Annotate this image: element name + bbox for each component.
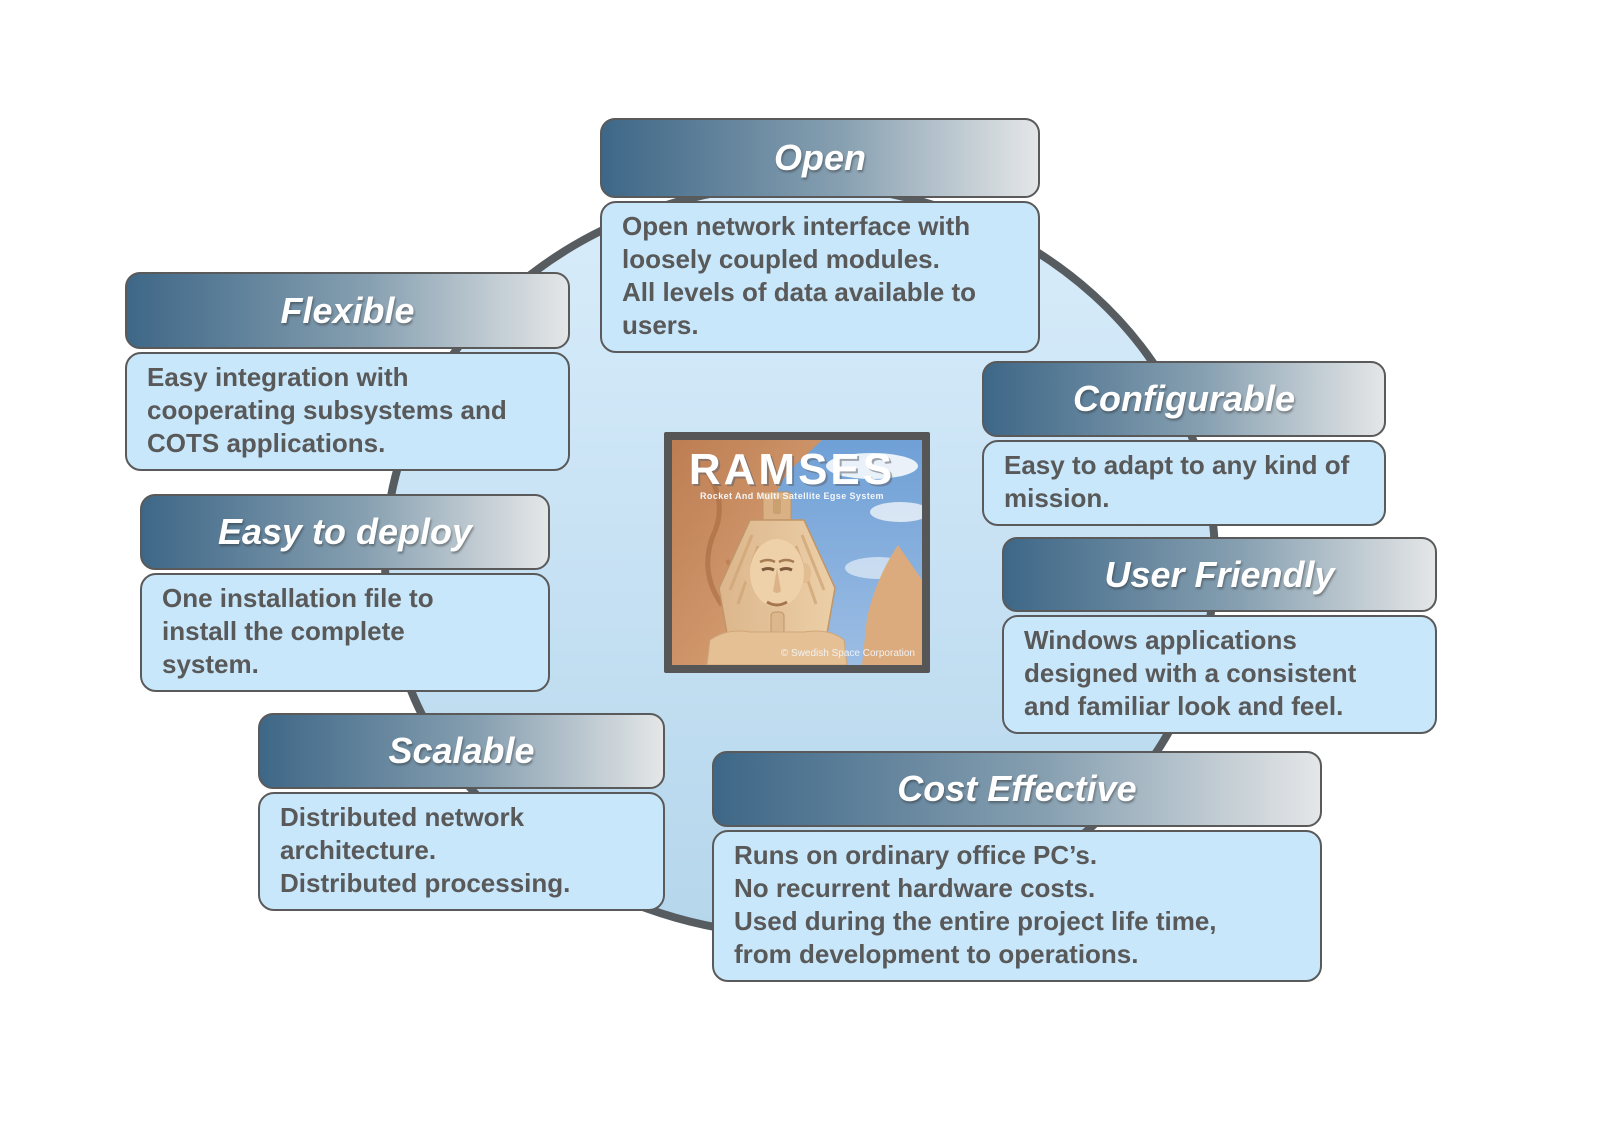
feature-open-header: Open xyxy=(600,118,1040,198)
right-sand-slope xyxy=(862,545,922,665)
feature-configurable: Configurable Easy to adapt to any kind o… xyxy=(982,361,1386,526)
feature-open-body: Open network interface with loosely coup… xyxy=(600,201,1040,353)
feature-user-friendly-body: Windows applications designed with a con… xyxy=(1002,615,1437,734)
feature-scalable-header: Scalable xyxy=(258,713,665,789)
feature-flexible-header: Flexible xyxy=(125,272,570,349)
ramses-logo-scene: RAMSES RAMSES Rocket And Multi Satellite… xyxy=(672,440,930,666)
statue-brows xyxy=(759,558,795,564)
feature-cost-effective-body: Runs on ordinary office PC’s. No recurre… xyxy=(712,830,1322,982)
ramses-logo-text-shadow: RAMSES xyxy=(691,447,897,496)
ramses-logo-subtitle: Rocket And Multi Satellite Egse System xyxy=(700,491,884,501)
feature-open: Open Open network interface with loosely… xyxy=(600,118,1040,353)
feature-cost-effective: Cost Effective Runs on ordinary office P… xyxy=(712,751,1322,982)
statue-shoulders xyxy=(706,630,848,666)
statue-uraeus xyxy=(773,498,781,514)
feature-scalable: Scalable Distributed network architectur… xyxy=(258,713,665,911)
ramses-logo-text: RAMSES xyxy=(689,445,895,494)
feature-user-friendly-header: User Friendly xyxy=(1002,537,1437,612)
statue-eyes xyxy=(761,567,793,572)
feature-title: Open xyxy=(773,137,866,178)
copyright-text: © Swedish Space Corporation xyxy=(781,648,915,659)
feature-cost-effective-header: Cost Effective xyxy=(712,751,1322,827)
feature-configurable-header: Configurable xyxy=(982,361,1386,437)
feature-title: Cost Effective xyxy=(897,768,1137,809)
rock-streak xyxy=(701,466,725,607)
feature-flexible-body: Easy integration with cooperating subsys… xyxy=(125,352,570,471)
feature-title: Easy to deploy xyxy=(217,511,473,552)
feature-configurable-body: Easy to adapt to any kind of mission. xyxy=(982,440,1386,526)
feature-scalable-body: Distributed network architecture. Distri… xyxy=(258,792,665,911)
feature-title: User Friendly xyxy=(1104,553,1335,595)
feature-user-friendly: User Friendly Windows applications desig… xyxy=(1002,537,1437,734)
ramses-logo-image: RAMSES RAMSES Rocket And Multi Satellite… xyxy=(664,432,930,673)
pharaoh-statue xyxy=(706,491,848,666)
feature-flexible: Flexible Easy integration with cooperati… xyxy=(125,272,570,471)
feature-title: Configurable xyxy=(1073,378,1295,419)
feature-easy-to-deploy: Easy to deploy One installation file to … xyxy=(140,494,550,692)
feature-easy-to-deploy-body: One installation file to install the com… xyxy=(140,573,550,692)
statue-nose xyxy=(773,568,781,593)
feature-title: Scalable xyxy=(388,730,535,771)
feature-title: Flexible xyxy=(280,289,415,331)
feature-easy-to-deploy-header: Easy to deploy xyxy=(140,494,550,570)
statue-mouth xyxy=(766,600,788,607)
ramses-logo-text-group: RAMSES RAMSES Rocket And Multi Satellite… xyxy=(689,445,915,659)
